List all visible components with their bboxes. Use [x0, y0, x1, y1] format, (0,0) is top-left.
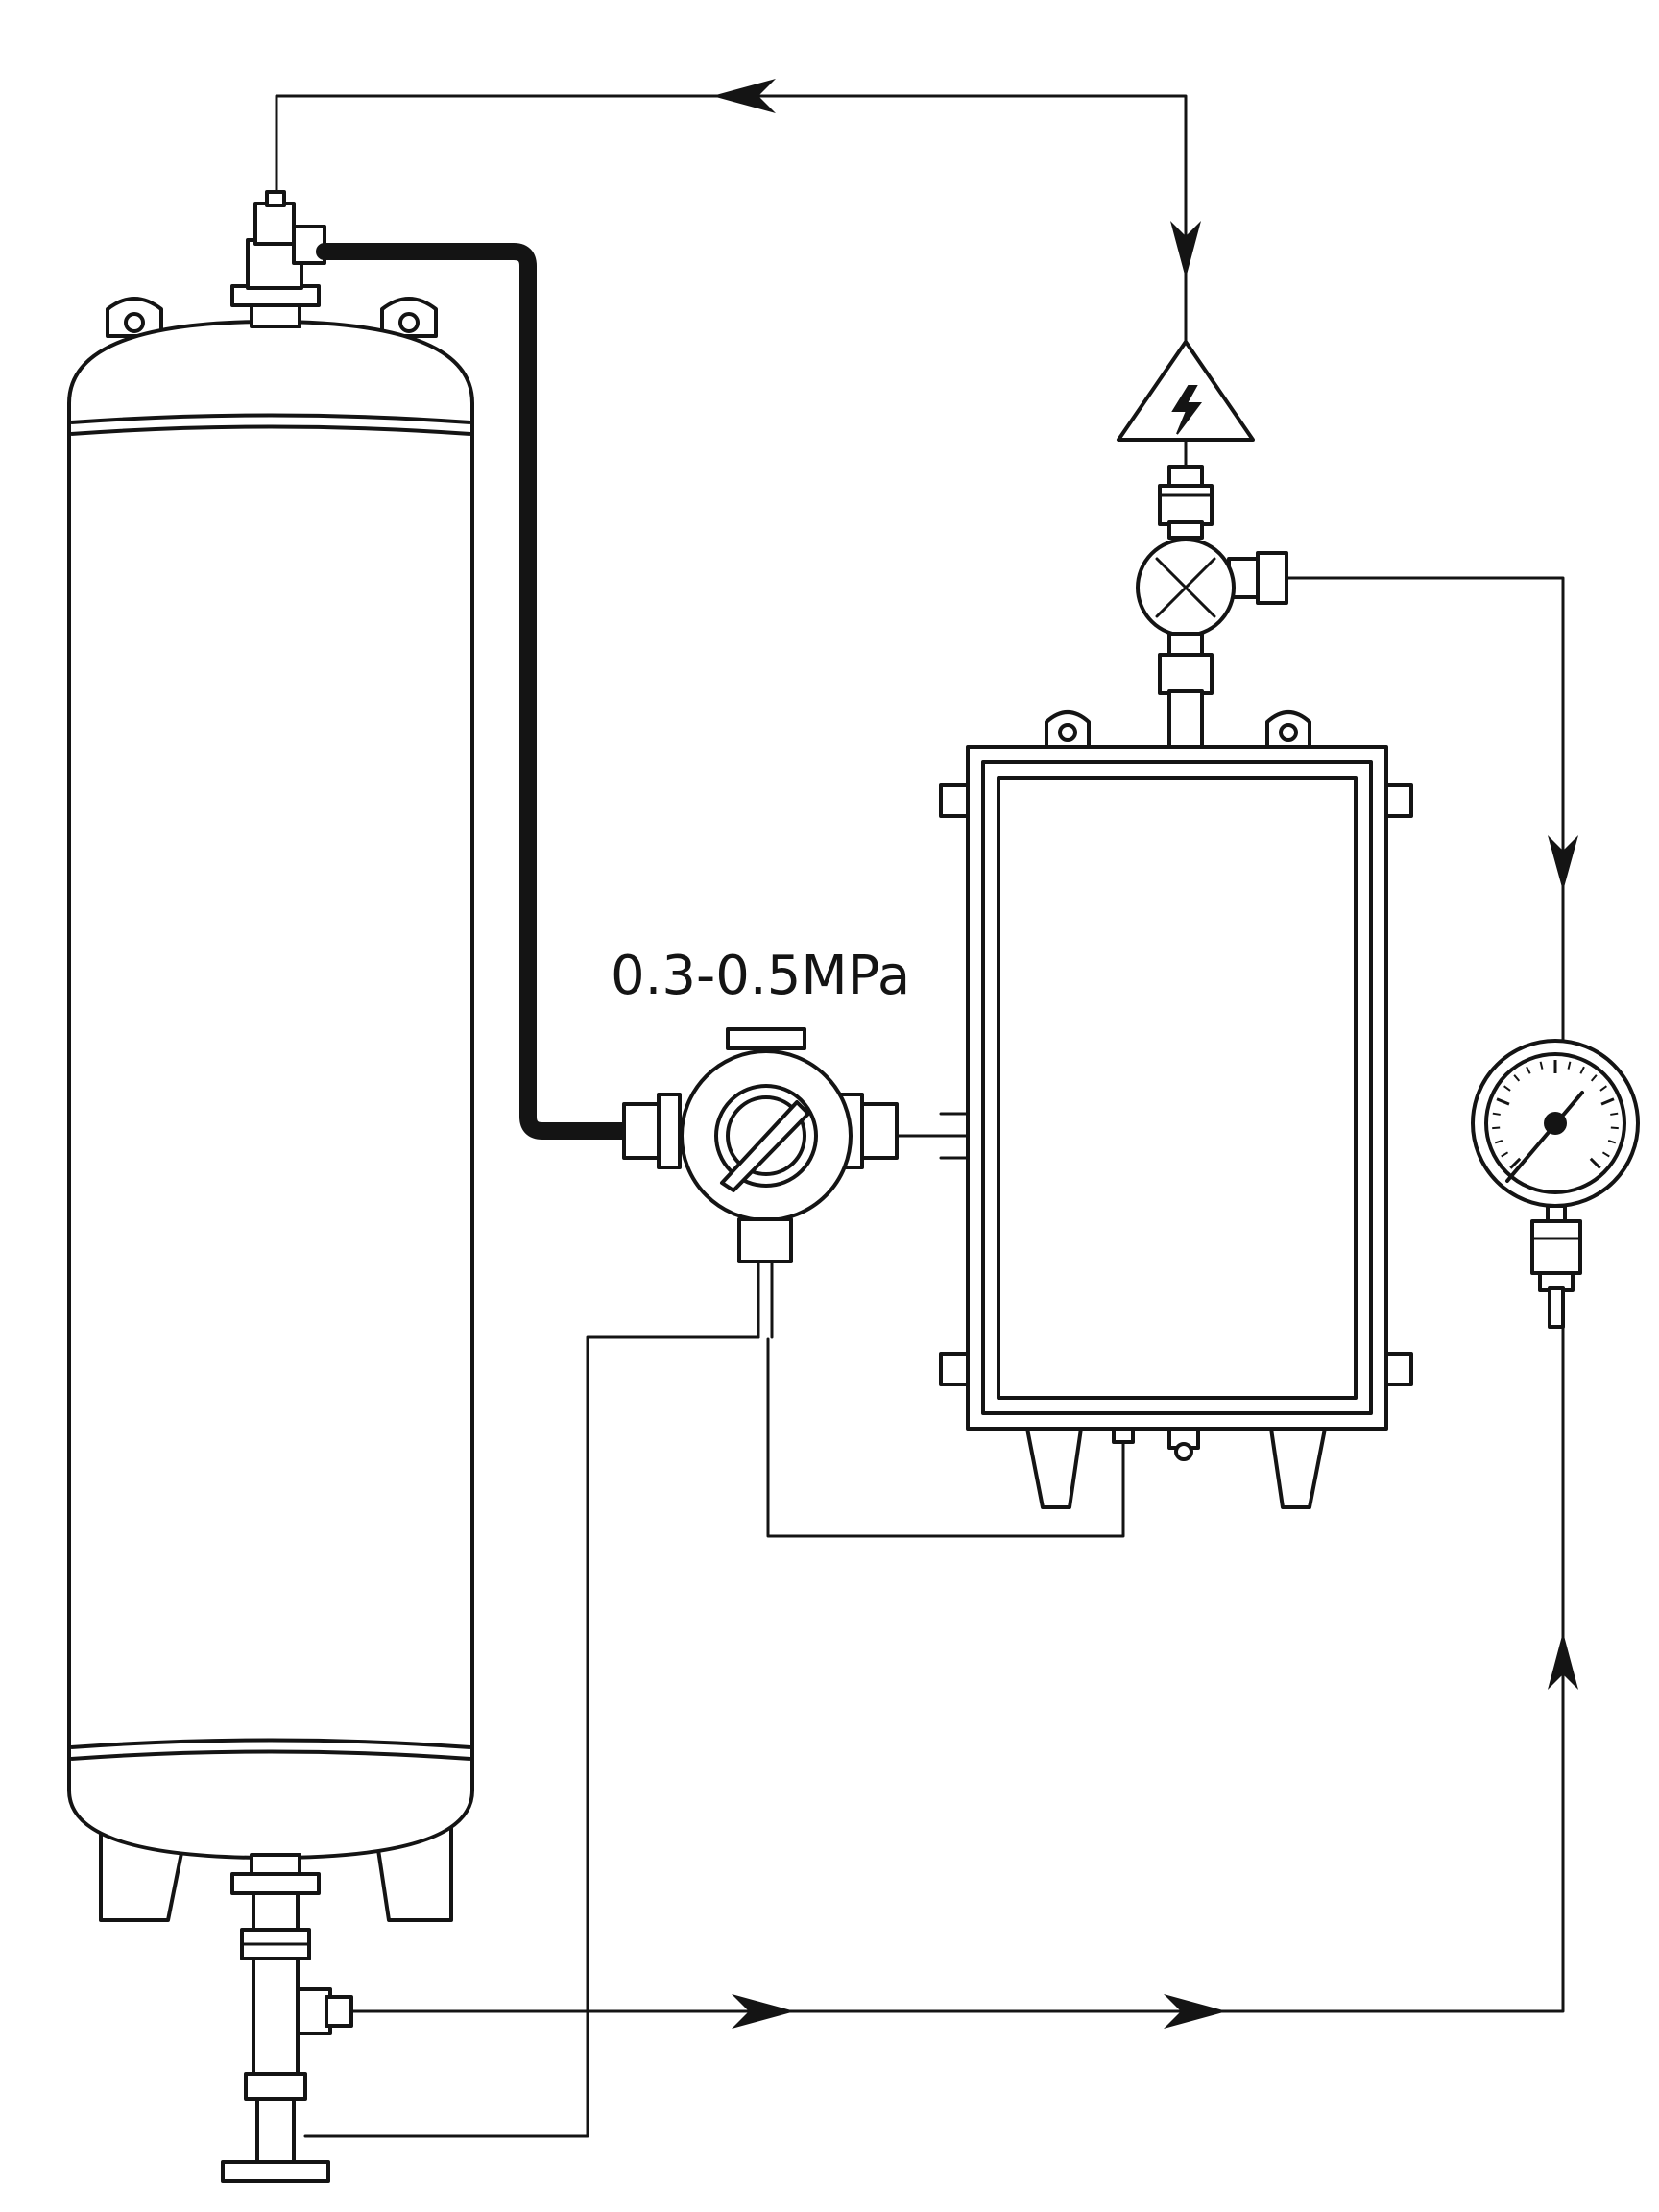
gauge-tick [1579, 1066, 1585, 1074]
drain-coupling [244, 2072, 307, 2101]
regulator-top-cap [726, 1027, 806, 1050]
cabinet-lug-left [1045, 710, 1091, 751]
valve-to-gauge-line [1285, 576, 1565, 1050]
gauge-tick [1590, 1074, 1598, 1082]
arrow-up-right [1548, 1632, 1578, 1690]
gauge-stem-nut [1530, 1219, 1582, 1275]
high-voltage-warning [1117, 340, 1255, 442]
arrow-down-warning [1170, 221, 1201, 278]
tank-body [67, 320, 474, 1860]
tank-lug-right [380, 297, 438, 338]
ball-valve [1136, 465, 1288, 749]
cabinet-door [997, 776, 1358, 1400]
tank-seam-bottom [70, 1738, 471, 1749]
regulator-to-drain-line [303, 1335, 760, 2138]
regulator-left-nut [657, 1093, 682, 1169]
regulator-to-cabinet-wire [766, 1337, 1125, 1538]
gauge-tick [1509, 1157, 1522, 1169]
arrow-left-top [712, 79, 776, 113]
drain-valve-assembly [221, 1853, 378, 2183]
gauge-tick [1610, 1112, 1619, 1116]
gauge-tick [1513, 1074, 1521, 1082]
valve-bottom-nut [1158, 653, 1214, 695]
valve-pipe-to-cabinet [1167, 689, 1204, 749]
tank-seam-top [70, 413, 471, 424]
hose-tank-to-regulator [316, 243, 631, 1140]
valve-top-nut [1158, 484, 1214, 526]
gauge-tick [1610, 1126, 1619, 1130]
gauge-tick [1492, 1112, 1501, 1116]
cabinet-lug-left-hole [1058, 723, 1077, 742]
gauge-tick [1496, 1097, 1510, 1106]
cabinet-frame [981, 760, 1373, 1415]
nitrogen-tank [67, 297, 474, 1922]
regulator-needle-icon [720, 1100, 810, 1192]
pressure-label: 0.3-0.5MPa [611, 945, 910, 1007]
regulator-bottom-port [737, 1217, 793, 1263]
gauge-tick [1539, 1061, 1544, 1070]
drain-flange-top [230, 1872, 321, 1895]
control-cabinet [939, 710, 1413, 1509]
drain-pipe-2 [252, 1957, 300, 2076]
lightning-bolt-icon [1171, 385, 1202, 435]
cabinet-lug-right [1265, 710, 1311, 751]
cabinet-bottom-port [1112, 1427, 1135, 1444]
drain-base [221, 2160, 330, 2183]
tank-lug-left-hole [124, 312, 145, 333]
arrow-right-bottom-1 [732, 1994, 795, 2029]
inlet-valve-assembly [230, 190, 326, 328]
gauge-tick [1607, 1139, 1617, 1144]
regulator-dial [726, 1095, 806, 1176]
gauge-tick [1492, 1126, 1501, 1130]
cabinet-foot-left [1025, 1427, 1083, 1509]
gauge-tick [1600, 1097, 1615, 1106]
gauge-tick [1526, 1066, 1531, 1074]
gauge-tick [1601, 1151, 1610, 1158]
drain-pipe-3 [255, 2097, 296, 2166]
pressure-regulator [622, 1027, 899, 1339]
gauge-ticks [1492, 1060, 1619, 1169]
tank-lug-left [106, 297, 163, 338]
top-valve-cap [265, 190, 286, 207]
gauge-hub [1544, 1112, 1567, 1135]
valve-top-neck [1167, 520, 1204, 540]
drain-tee-nut [325, 1995, 353, 2028]
top-valve-body [253, 202, 296, 246]
arrow-right-bottom-2 [1164, 1994, 1227, 2029]
cabinet-drain-plug [1174, 1442, 1193, 1461]
flow-arrows [712, 79, 1578, 2029]
gauge-needle-icon [1505, 1091, 1584, 1183]
gauge-tick [1494, 1139, 1503, 1144]
cabinet-tab-bl [939, 1352, 972, 1386]
valve-cross-2 [1155, 557, 1216, 618]
gauge-tick [1589, 1157, 1601, 1169]
gauge-tick [1501, 1151, 1509, 1158]
tank-seam-top-2 [70, 424, 471, 436]
cabinet-outer [966, 745, 1388, 1431]
pressure-gauge [1471, 1039, 1640, 1329]
drain-pipe-1 [252, 1891, 300, 1934]
tank-seam-bottom-2 [70, 1749, 471, 1761]
gauge-stem-tip [1548, 1286, 1565, 1329]
cabinet-foot-right [1269, 1427, 1327, 1509]
valve-side-nut [1256, 551, 1288, 605]
gauge-tick [1599, 1085, 1607, 1092]
gauge-tick [1567, 1061, 1572, 1070]
cabinet-lug-right-hole [1279, 723, 1298, 742]
gauge-tick [1503, 1085, 1511, 1092]
cabinet-tab-tl [939, 783, 972, 818]
tank-lug-right-hole [398, 312, 420, 333]
arrow-down-gauge [1548, 835, 1578, 891]
